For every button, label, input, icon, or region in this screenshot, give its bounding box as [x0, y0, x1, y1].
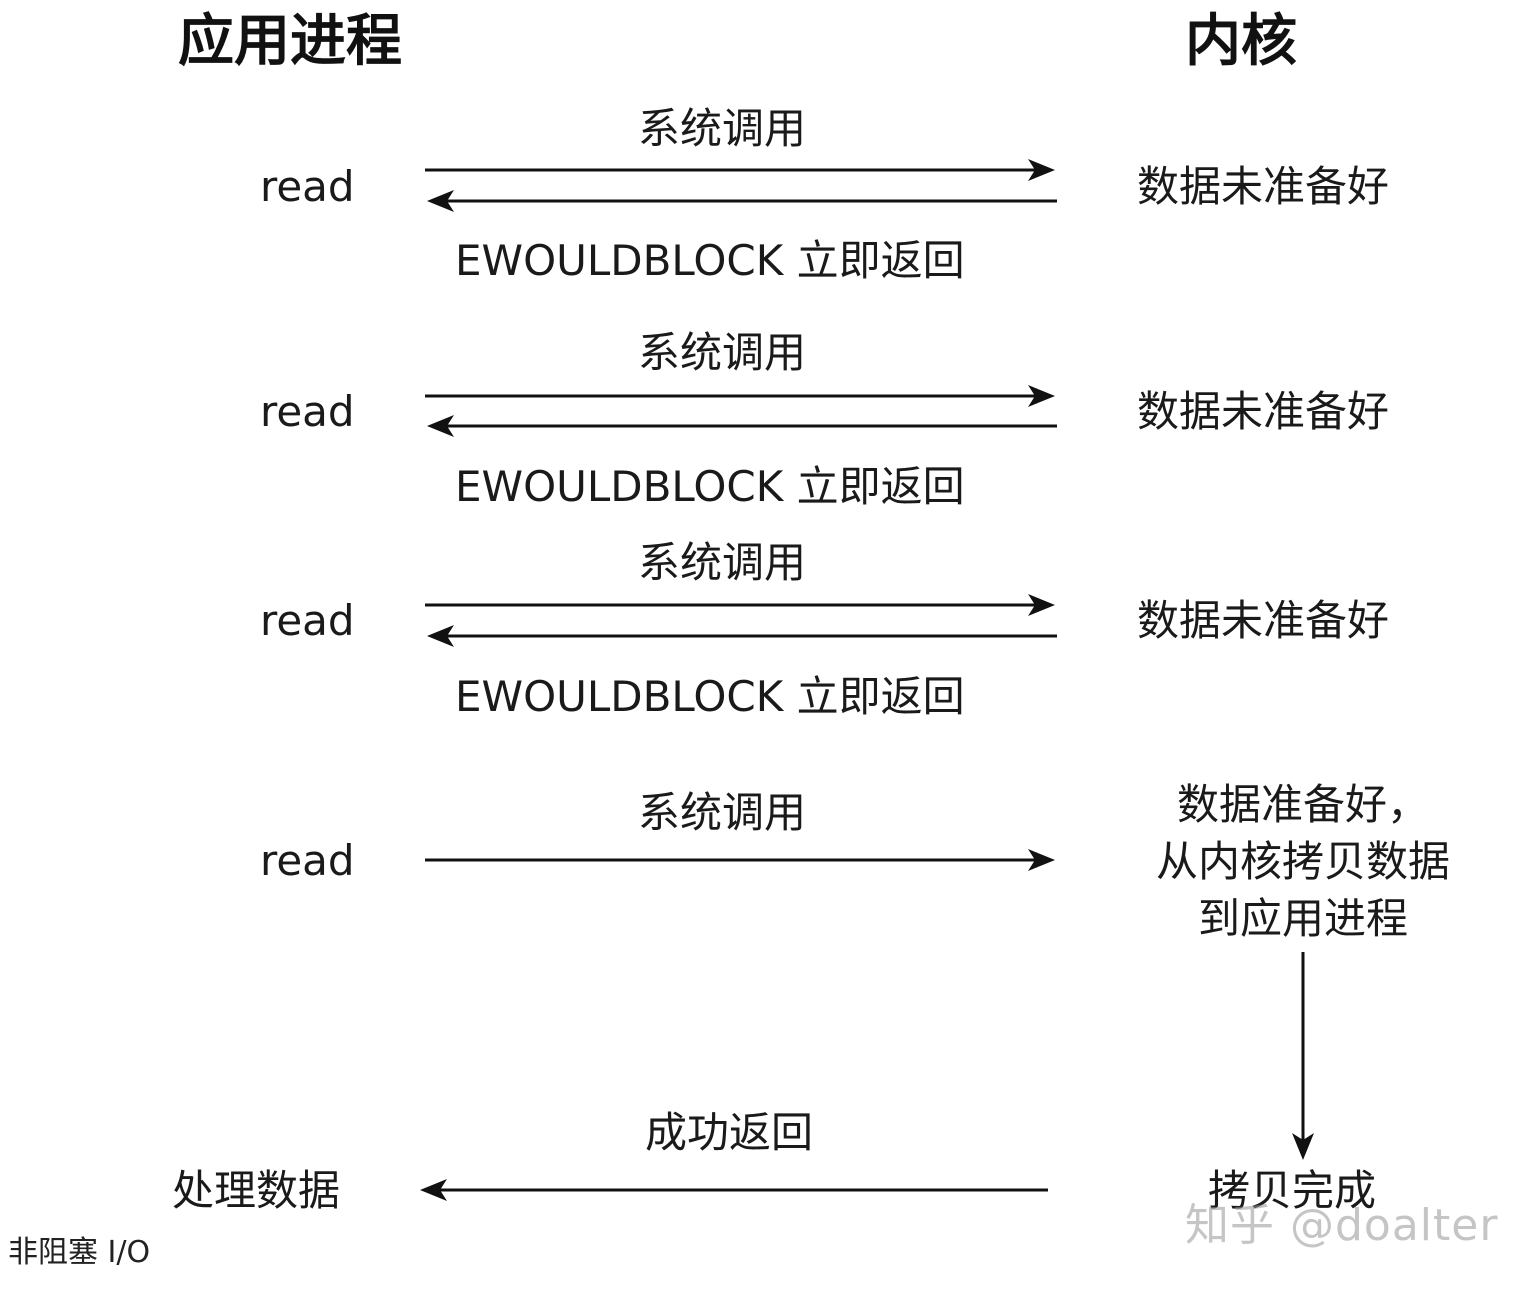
kernel-state-ready: 数据准备好， 从内核拷贝数据 到应用进程 — [1128, 776, 1478, 947]
read-label-4: read — [260, 836, 355, 885]
return-arrow-2 — [427, 415, 1057, 437]
return-label-3: EWOULDBLOCK 立即返回 — [455, 672, 965, 721]
syscall-arrow-4 — [425, 849, 1055, 871]
syscall-arrow-1 — [425, 159, 1055, 181]
kernel-state-ready-line-2: 从内核拷贝数据 — [1155, 837, 1450, 886]
kernel-state-ready-line-1: 数据准备好， — [1176, 780, 1429, 829]
return-arrow-3 — [427, 625, 1057, 647]
syscall-label-4: 系统调用 — [638, 788, 807, 837]
return-label-2: EWOULDBLOCK 立即返回 — [455, 462, 965, 511]
app-process-header: 应用进程 — [178, 9, 402, 74]
watermark: 知乎 @doalter — [1185, 1200, 1499, 1251]
return-arrow-1 — [427, 190, 1057, 212]
kernel-header: 内核 — [1185, 9, 1297, 74]
read-label-2: read — [260, 387, 355, 436]
kernel-state-ready-line-3: 到应用进程 — [1197, 894, 1408, 943]
copy-arrow — [1292, 952, 1314, 1160]
syscall-label-2: 系统调用 — [638, 328, 807, 377]
success-return-label: 成功返回 — [645, 1108, 814, 1157]
process-data-label: 处理数据 — [172, 1166, 341, 1215]
return-label-1: EWOULDBLOCK 立即返回 — [455, 236, 965, 285]
copy-done-label: 拷贝完成 — [1208, 1166, 1377, 1215]
syscall-label-1: 系统调用 — [638, 104, 807, 153]
syscall-arrow-3 — [425, 594, 1055, 616]
kernel-state-1: 数据未准备好 — [1137, 162, 1390, 211]
read-label-1: read — [260, 162, 355, 211]
syscall-label-3: 系统调用 — [638, 538, 807, 587]
syscall-arrow-2 — [425, 385, 1055, 407]
diagram-caption: 非阻塞 I/O — [8, 1235, 151, 1270]
success-return-arrow — [420, 1179, 1048, 1201]
kernel-state-2: 数据未准备好 — [1137, 387, 1390, 436]
kernel-state-3: 数据未准备好 — [1137, 596, 1390, 645]
read-label-3: read — [260, 596, 355, 645]
